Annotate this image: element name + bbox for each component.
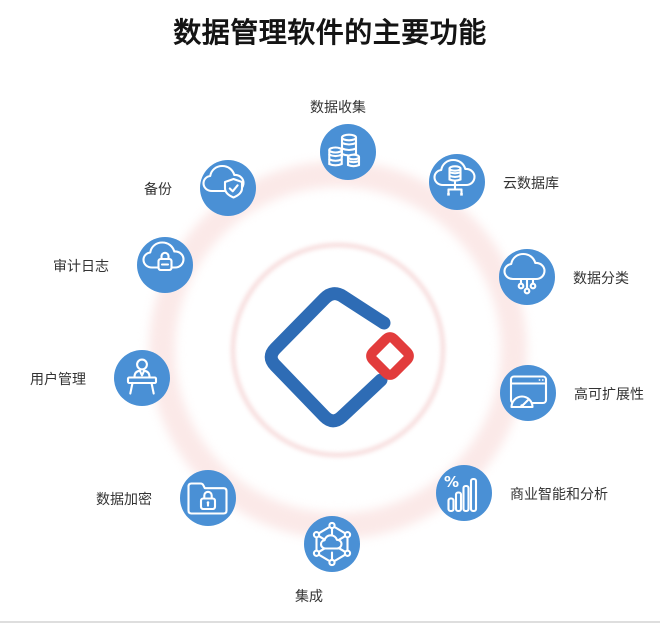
cloud-shield-check-icon — [202, 164, 245, 199]
node-data-collection — [320, 124, 376, 180]
node-label-data-classification: 数据分类 — [573, 270, 629, 286]
node-data-encryption — [180, 470, 236, 526]
node-label-backup: 备份 — [144, 181, 172, 197]
node-label-data-encryption: 数据加密 — [96, 491, 152, 507]
node-bi-and-analytics: % — [436, 465, 492, 521]
cloud-nodes-icon — [503, 252, 546, 295]
hexagon-network-cloud-icon — [312, 521, 352, 567]
folder-lock-icon — [187, 482, 228, 515]
inner-ring — [231, 243, 445, 457]
node-user-management — [114, 350, 170, 406]
coins-stack-icon — [328, 133, 361, 168]
node-label-high-scalability: 高可扩展性 — [574, 386, 644, 402]
cloud-database-icon — [433, 158, 476, 196]
node-label-integration: 集成 — [295, 588, 323, 604]
node-data-classification — [499, 249, 555, 305]
node-label-bi-and-analytics: 商业智能和分析 — [510, 486, 608, 502]
node-label-user-management: 用户管理 — [30, 371, 86, 387]
cloud-lock-icon — [142, 241, 185, 272]
bar-chart-percent-icon: % — [444, 473, 478, 513]
node-label-audit-log: 审计日志 — [53, 258, 109, 274]
user-podium-icon — [126, 358, 158, 395]
svg-text:%: % — [444, 473, 459, 491]
page-title: 数据管理软件的主要功能 — [173, 17, 487, 48]
node-integration — [304, 516, 360, 572]
node-label-data-collection: 数据收集 — [310, 99, 366, 115]
node-backup — [200, 160, 256, 216]
node-high-scalability — [500, 365, 556, 421]
node-audit-log — [137, 237, 193, 293]
node-cloud-database — [429, 154, 485, 210]
browser-gauge-icon — [509, 375, 548, 409]
node-label-cloud-database: 云数据库 — [503, 175, 559, 191]
